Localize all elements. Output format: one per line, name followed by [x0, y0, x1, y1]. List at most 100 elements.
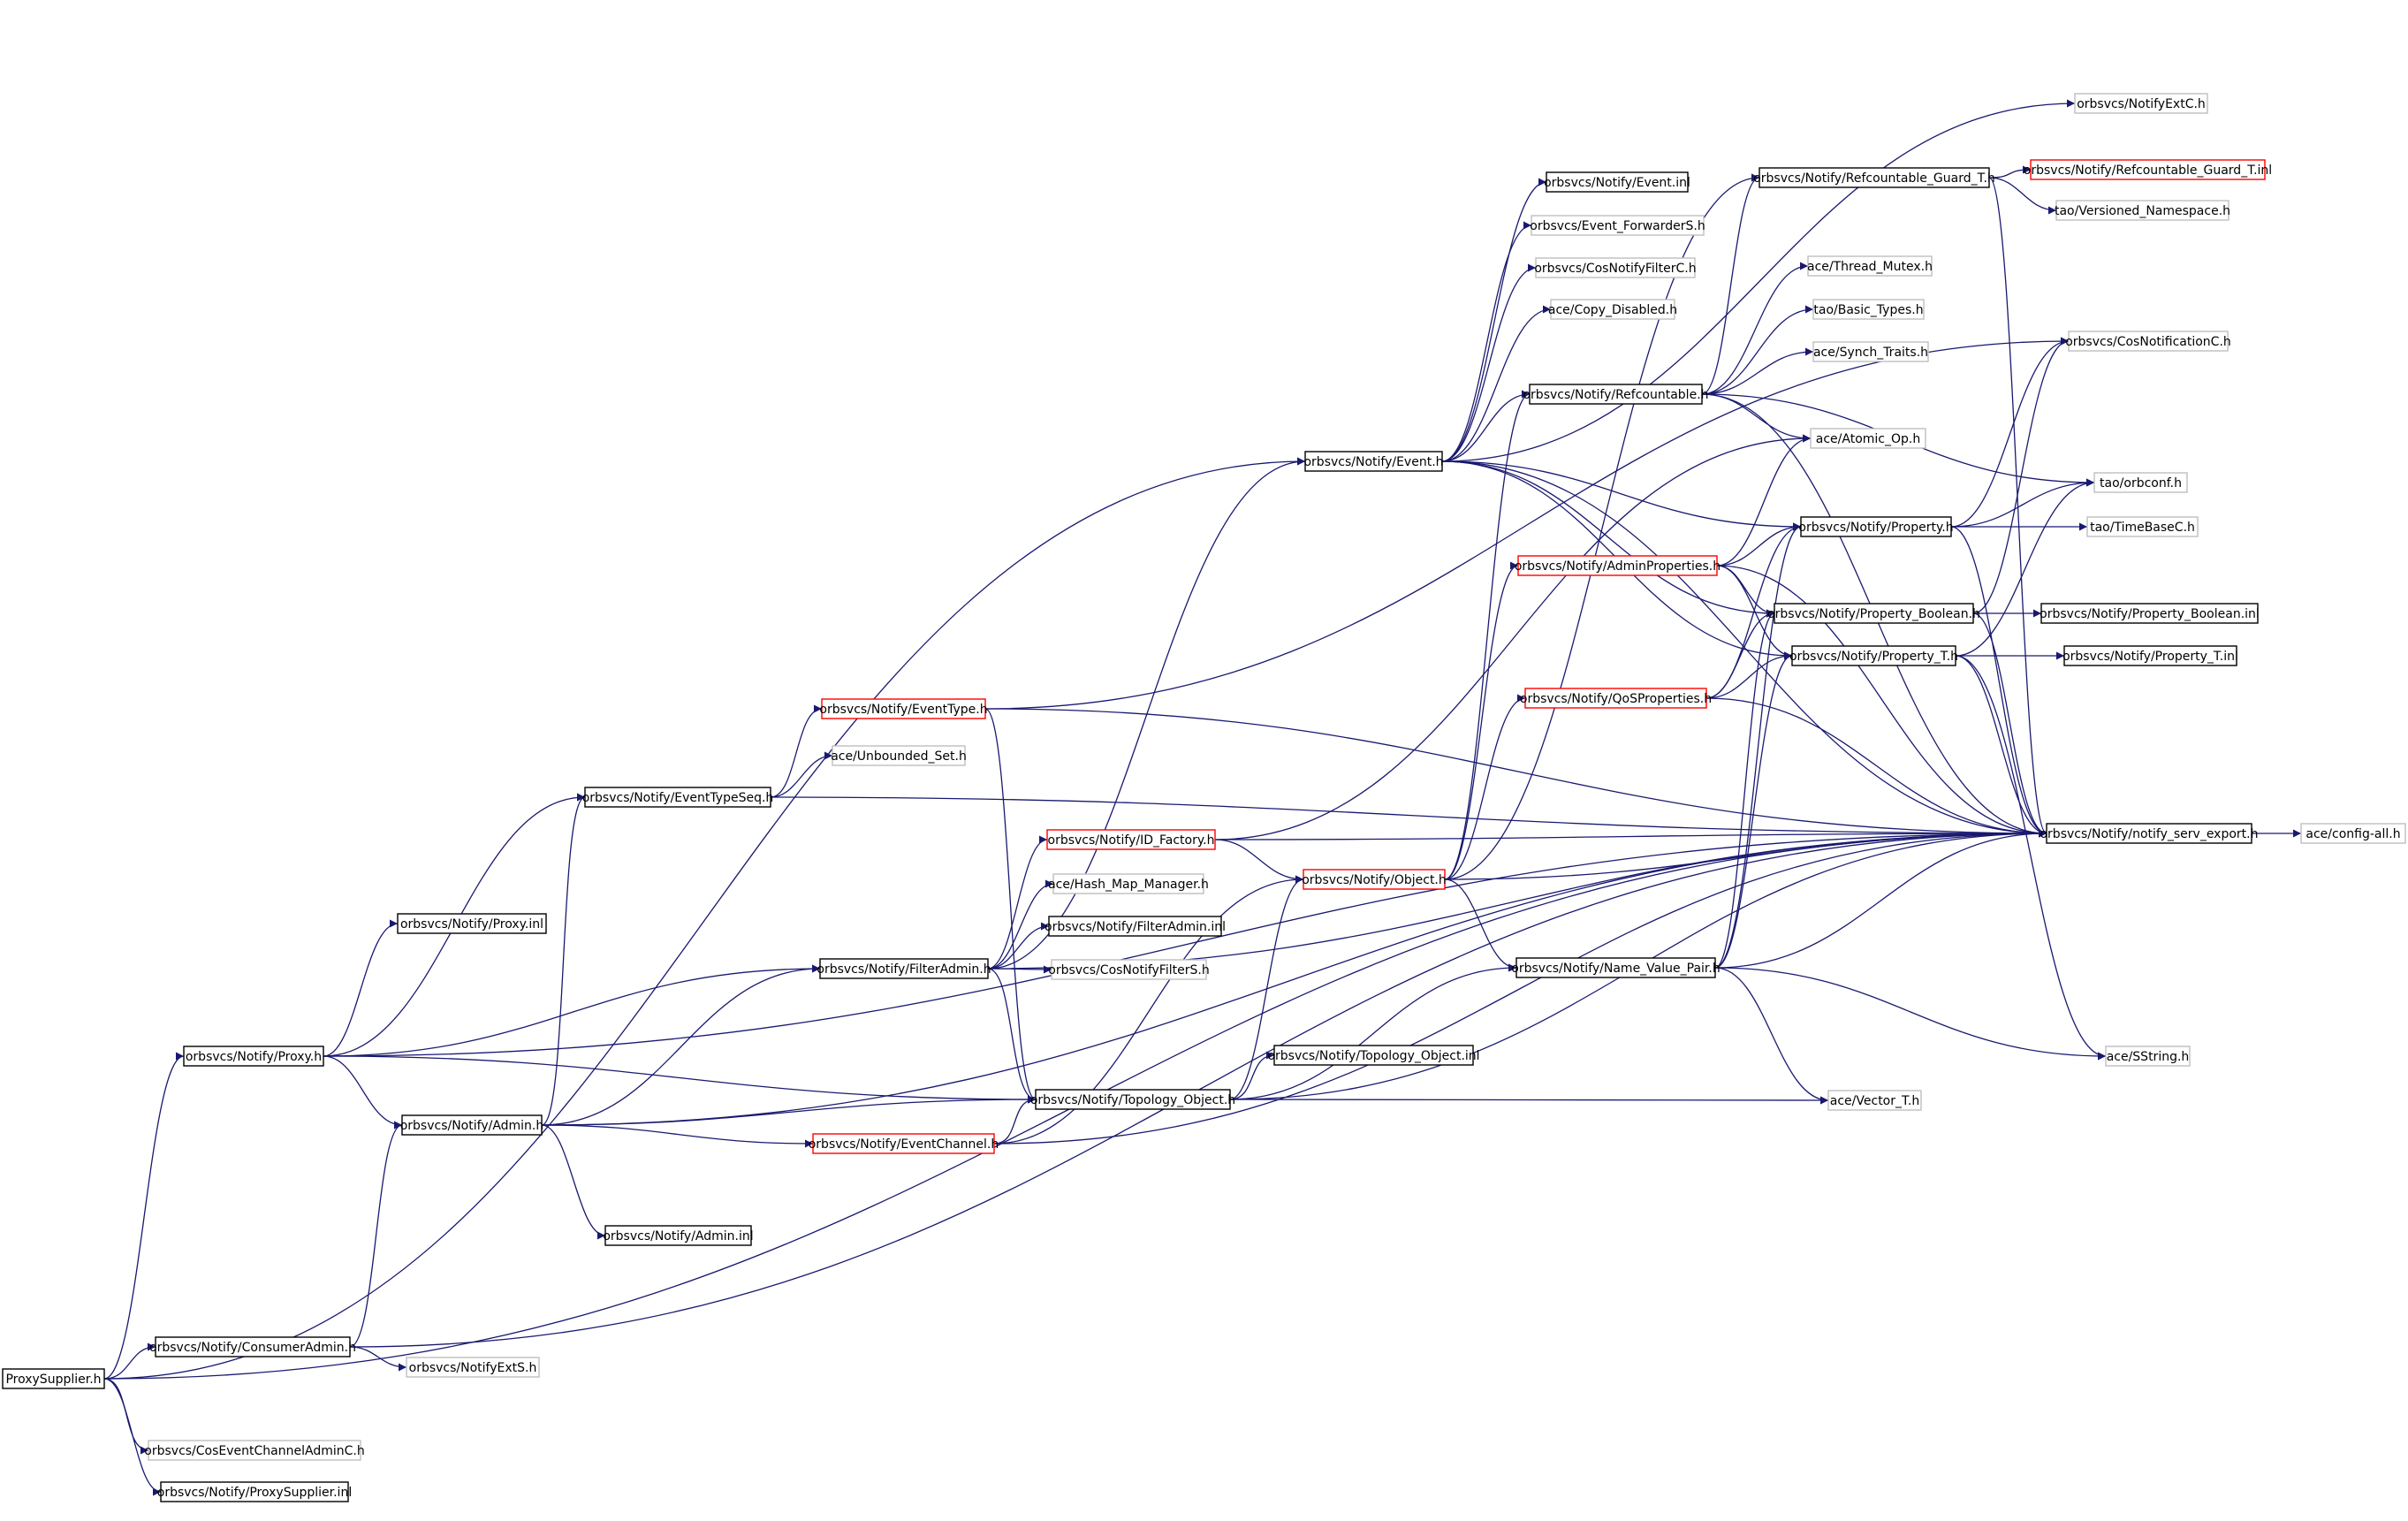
node-cosnotifyfilters-h[interactable]: orbsvcs/CosNotifyFilterS.h	[1048, 959, 1210, 980]
node-box[interactable]	[1304, 451, 1443, 472]
node-box[interactable]	[1051, 959, 1207, 980]
node-box[interactable]	[155, 1336, 351, 1357]
node-box[interactable]	[1812, 341, 1929, 362]
node-copy-disabled-h[interactable]: ace/Copy_Disabled.h	[1548, 299, 1677, 320]
node-box[interactable]	[604, 1225, 752, 1246]
node-box[interactable]	[812, 1133, 995, 1154]
node-hash-map-manager-h[interactable]: ace/Hash_Map_Manager.h	[1048, 873, 1209, 894]
node-admin-inl[interactable]: orbsvcs/Notify/Admin.inl	[603, 1225, 754, 1246]
node-box[interactable]	[2063, 645, 2237, 666]
node-box[interactable]	[1807, 255, 1933, 277]
node-box[interactable]	[1791, 645, 1956, 666]
node-versioned-namespace-h[interactable]: tao/Versioned_Namespace.h	[2055, 200, 2230, 221]
node-box[interactable]	[2086, 516, 2199, 537]
node-box[interactable]	[148, 1440, 361, 1461]
node-name-value-pair-h[interactable]: orbsvcs/Notify/Name_Value_Pair.h	[1511, 957, 1721, 978]
node-qosproperties-h[interactable]: orbsvcs/Notify/QoSProperties.h	[1520, 688, 1712, 709]
node-proxy-inl[interactable]: orbsvcs/Notify/Proxy.inl	[397, 913, 547, 934]
node-atomic-op-h[interactable]: ace/Atomic_Op.h	[1810, 428, 1926, 449]
node-admin-h[interactable]: orbsvcs/Notify/Admin.h	[400, 1114, 544, 1136]
node-box[interactable]	[1810, 428, 1926, 449]
node-cosevent-ca-c[interactable]: orbsvcs/CosEventChannelAdminC.h	[144, 1440, 365, 1461]
node-adminproperties-h[interactable]: orbsvcs/Notify/AdminProperties.h	[1515, 555, 1721, 576]
node-box[interactable]	[584, 787, 771, 808]
node-box[interactable]	[2030, 159, 2266, 180]
node-box[interactable]	[1048, 916, 1222, 937]
node-box[interactable]	[160, 1481, 349, 1502]
node-refcountable-guard-t-inl[interactable]: orbsvcs/Notify/Refcountable_Guard_T.inl	[2024, 159, 2272, 180]
node-event-h[interactable]: orbsvcs/Notify/Event.h	[1303, 451, 1444, 472]
node-box[interactable]	[2040, 603, 2259, 624]
node-refcountable-guard-t-h[interactable]: orbsvcs/Notify/Refcountable_Guard_T.h	[1753, 167, 1995, 188]
node-box[interactable]	[2046, 823, 2252, 844]
node-box[interactable]	[2105, 1046, 2191, 1067]
node-eventchannel-h[interactable]: orbsvcs/Notify/EventChannel.h	[809, 1133, 999, 1154]
node-box[interactable]	[1303, 869, 1446, 890]
node-box[interactable]	[1052, 873, 1204, 894]
node-box[interactable]	[2055, 200, 2229, 221]
node-box[interactable]	[1035, 1089, 1231, 1110]
node-topology-object-h[interactable]: orbsvcs/Notify/Topology_Object.h	[1030, 1089, 1235, 1110]
node-event-inl[interactable]: orbsvcs/Notify/Event.inl	[1544, 171, 1690, 193]
node-box[interactable]	[397, 913, 547, 934]
node-object-h[interactable]: orbsvcs/Notify/Object.h	[1302, 869, 1447, 890]
node-notifyexts-h[interactable]: orbsvcs/NotifyExtS.h	[406, 1357, 540, 1378]
node-consumeradmin-h[interactable]: orbsvcs/Notify/ConsumerAdmin.h	[149, 1336, 356, 1357]
node-box[interactable]	[1515, 957, 1716, 978]
node-notifyextc-h[interactable]: orbsvcs/NotifyExtC.h	[2074, 93, 2208, 114]
node-box[interactable]	[821, 698, 986, 719]
node-box[interactable]	[401, 1114, 543, 1136]
node-box[interactable]	[1535, 257, 1696, 278]
node-property-t-h[interactable]: orbsvcs/Notify/Property_T.h	[1789, 645, 1958, 666]
node-box[interactable]	[819, 958, 989, 979]
node-box[interactable]	[2068, 331, 2229, 352]
node-filteradmin-h[interactable]: orbsvcs/Notify/FilterAdmin.h	[817, 958, 991, 979]
node-proxysupplier-inl[interactable]: orbsvcs/Notify/ProxySupplier.inl	[157, 1481, 352, 1502]
node-topology-object-inl[interactable]: orbsvcs/Notify/Topology_Object.inl	[1267, 1045, 1480, 1066]
node-basic-types-h[interactable]: tao/Basic_Types.h	[1812, 299, 1925, 320]
node-box[interactable]	[1759, 167, 1990, 188]
node-cosnotifyfilterc-h[interactable]: orbsvcs/CosNotifyFilterC.h	[1534, 257, 1697, 278]
node-orbconf-h[interactable]: tao/orbconf.h	[2093, 472, 2188, 493]
node-vector-t-h[interactable]: ace/Vector_T.h	[1827, 1090, 1922, 1111]
node-property-boolean-inl[interactable]: orbsvcs/Notify/Property_Boolean.inl	[2040, 603, 2260, 624]
node-proxysupplier-h[interactable]: ProxySupplier.h	[2, 1368, 105, 1389]
node-box[interactable]	[1774, 603, 1974, 624]
node-id-factory-h[interactable]: orbsvcs/Notify/ID_Factory.h	[1046, 829, 1216, 850]
node-thread-mutex-h[interactable]: ace/Thread_Mutex.h	[1807, 255, 1933, 277]
node-box[interactable]	[1524, 688, 1707, 709]
node-box[interactable]	[1273, 1045, 1474, 1066]
node-box[interactable]	[1517, 555, 1718, 576]
node-sstring-h[interactable]: ace/SString.h	[2105, 1046, 2191, 1067]
node-box[interactable]	[2, 1368, 105, 1389]
node-property-h[interactable]: orbsvcs/Notify/Property.h	[1798, 516, 1954, 537]
node-filteradmin-inl[interactable]: orbsvcs/Notify/FilterAdmin.inl	[1044, 916, 1226, 937]
node-box[interactable]	[2300, 823, 2406, 844]
node-event-forwarders-h[interactable]: orbsvcs/Event_ForwarderS.h	[1530, 215, 1705, 236]
node-property-boolean-h[interactable]: orbsvcs/Notify/Property_Boolean.h	[1767, 603, 1980, 624]
node-box[interactable]	[1827, 1090, 1922, 1111]
node-cosnotificationc-h[interactable]: orbsvcs/CosNotificationC.h	[2065, 331, 2231, 352]
node-unbounded-set-h[interactable]: ace/Unbounded_Set.h	[831, 745, 967, 766]
node-box[interactable]	[1546, 171, 1689, 193]
node-box[interactable]	[1550, 299, 1675, 320]
node-eventtypeseq-h[interactable]: orbsvcs/Notify/EventTypeSeq.h	[582, 787, 774, 808]
node-box[interactable]	[1529, 384, 1703, 405]
node-proxy-h[interactable]: orbsvcs/Notify/Proxy.h	[183, 1046, 324, 1067]
node-config-all-h[interactable]: ace/config-all.h	[2300, 823, 2406, 844]
node-box[interactable]	[1812, 299, 1925, 320]
node-box[interactable]	[1800, 516, 1952, 537]
node-box[interactable]	[1046, 829, 1216, 850]
node-box[interactable]	[183, 1046, 324, 1067]
node-box[interactable]	[2074, 93, 2208, 114]
node-box[interactable]	[2093, 472, 2188, 493]
node-notify-serv-export-h[interactable]: orbsvcs/Notify/notify_serv_export.h	[2040, 823, 2259, 844]
node-refcountable-h[interactable]: orbsvcs/Notify/Refcountable.h	[1523, 384, 1709, 405]
node-property-t-inl[interactable]: orbsvcs/Notify/Property_T.inl	[2062, 645, 2238, 666]
node-box[interactable]	[832, 745, 966, 766]
node-box[interactable]	[406, 1357, 540, 1378]
node-eventtype-h[interactable]: orbsvcs/Notify/EventType.h	[819, 698, 988, 719]
node-synch-traits-h[interactable]: ace/Synch_Traits.h	[1812, 341, 1929, 362]
node-box[interactable]	[1531, 215, 1705, 236]
node-timebasec-h[interactable]: tao/TimeBaseC.h	[2086, 516, 2199, 537]
